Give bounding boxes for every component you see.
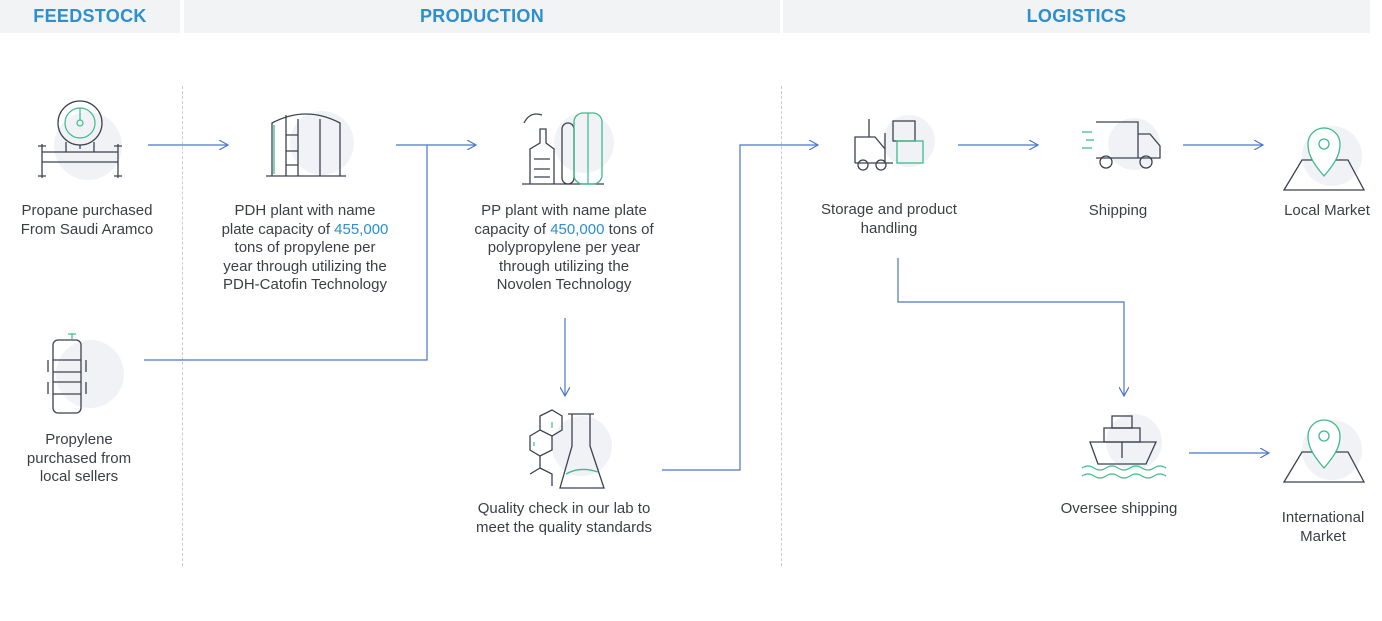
map-pin-icon bbox=[1282, 126, 1366, 191]
node-propylene-label: Propylene purchased from local sellers bbox=[26, 431, 132, 485]
node-local-market-label: Local Market bbox=[1284, 202, 1370, 219]
pdh-label-post: tons of propylene per year through utili… bbox=[223, 239, 387, 293]
factory-icon bbox=[522, 112, 614, 185]
pdh-capacity-value: 455,000 bbox=[334, 220, 389, 238]
node-oversee-label: Oversee shipping bbox=[1060, 500, 1178, 517]
arrow-quality-to-storage bbox=[662, 145, 818, 471]
node-quality-label: Quality check in our lab to meet the qua… bbox=[476, 500, 652, 536]
barrel-icon bbox=[47, 333, 124, 414]
truck-icon bbox=[1082, 118, 1161, 170]
forklift-icon bbox=[854, 115, 935, 171]
tank-gauge-icon bbox=[38, 100, 122, 180]
header-feedstock-label: FEEDSTOCK bbox=[33, 6, 147, 26]
header-production: PRODUCTION bbox=[184, 0, 780, 33]
lab-flask-icon bbox=[529, 409, 612, 489]
header-feedstock: FEEDSTOCK bbox=[0, 0, 180, 33]
map-pin-icon bbox=[1282, 419, 1366, 483]
pp-capacity-value: 450,000 bbox=[550, 220, 605, 238]
pp-label-post: tons of polypropylene per year through u… bbox=[487, 220, 654, 294]
divider-feedstock-production bbox=[182, 86, 183, 566]
node-shipping-label: Shipping bbox=[1088, 202, 1148, 219]
ship-icon bbox=[1081, 414, 1167, 479]
node-international-market-label: International Market bbox=[1281, 509, 1365, 545]
arrow-storage-to-oversee bbox=[897, 258, 1124, 396]
storage-tank-icon bbox=[266, 111, 354, 177]
pdh-label-pre: PDH plant with name plate capacity of bbox=[221, 202, 376, 238]
header-logistics: LOGISTICS bbox=[783, 0, 1370, 33]
divider-production-logistics bbox=[781, 86, 782, 566]
node-pp-label: PP plant with name plate capacity of 450… bbox=[472, 202, 656, 295]
arrow-propylene-to-pp bbox=[144, 145, 428, 361]
node-storage-label: Storage and product handling bbox=[821, 201, 957, 237]
pp-label-pre: PP plant with name plate capacity of bbox=[474, 202, 647, 238]
node-pdh-label: PDH plant with name plate capacity of 45… bbox=[220, 202, 390, 295]
header-logistics-label: LOGISTICS bbox=[1026, 6, 1127, 26]
node-propane-label: Propane purchased From Saudi Aramco bbox=[20, 202, 154, 238]
header-production-label: PRODUCTION bbox=[420, 6, 544, 26]
